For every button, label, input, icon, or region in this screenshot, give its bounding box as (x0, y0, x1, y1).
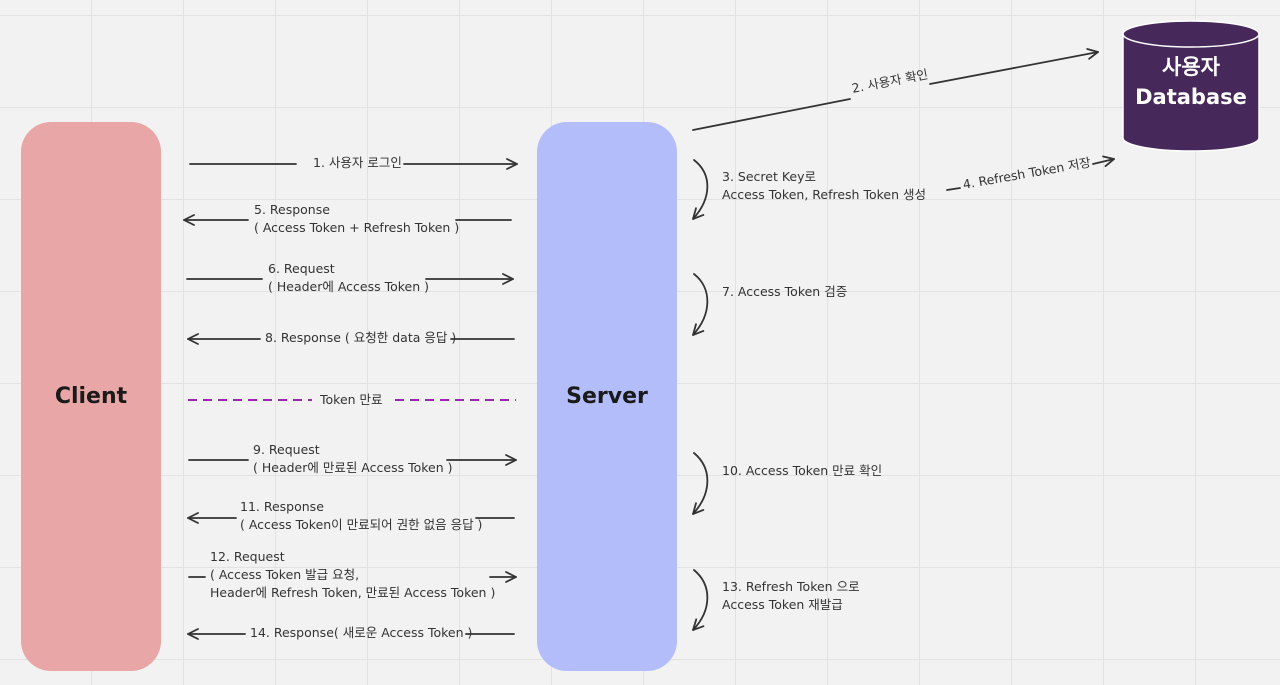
arrow-2 (929, 48, 1099, 85)
arrow-13 (692, 569, 709, 631)
step-7-label: 7. Access Token 검증 (722, 284, 848, 299)
server-label: Server (566, 384, 648, 409)
step-5-label: 5. Response ( Access Token + Refresh Tok… (254, 202, 460, 235)
database-cylinder (1122, 20, 1260, 152)
step-11-label: 11. Response ( Access Token이 만료되어 권한 없음 … (240, 499, 483, 532)
arrow-3 (692, 159, 709, 220)
arrow-7 (692, 273, 709, 336)
step-6-label: 6. Request ( Header에 Access Token ) (268, 261, 430, 294)
client-lane: Client (21, 122, 161, 671)
step-13-label: 13. Refresh Token 으로 Access Token 재발급 (722, 579, 860, 612)
step-14-label: 14. Response( 새로운 Access Token ) (250, 625, 473, 640)
database-label-line1: 사용자 (1162, 55, 1220, 79)
server-lane: Server (537, 122, 677, 671)
arrow-4 (1092, 155, 1115, 168)
arrow-10 (692, 452, 709, 515)
database-label-line2: Database (1135, 85, 1247, 109)
step-9-label: 9. Request ( Header에 만료된 Access Token ) (253, 442, 453, 475)
step-3-label: 3. Secret Key로 Access Token, Refresh Tok… (722, 169, 926, 202)
step-1-label: 1. 사용자 로그인 (313, 155, 402, 170)
step-12-label: 12. Request ( Access Token 발급 요청, Header… (210, 549, 496, 600)
database-label: 사용자 Database (1122, 52, 1260, 112)
arrow-4-left-segment (946, 187, 961, 191)
client-label: Client (54, 384, 128, 409)
step-10-label: 10. Access Token 만료 확인 (722, 463, 883, 478)
token-expired-label: Token 만료 (320, 392, 383, 407)
arrow-2-left-segment (692, 98, 851, 131)
step-8-label: 8. Response ( 요청한 data 응답 ) (265, 330, 457, 345)
